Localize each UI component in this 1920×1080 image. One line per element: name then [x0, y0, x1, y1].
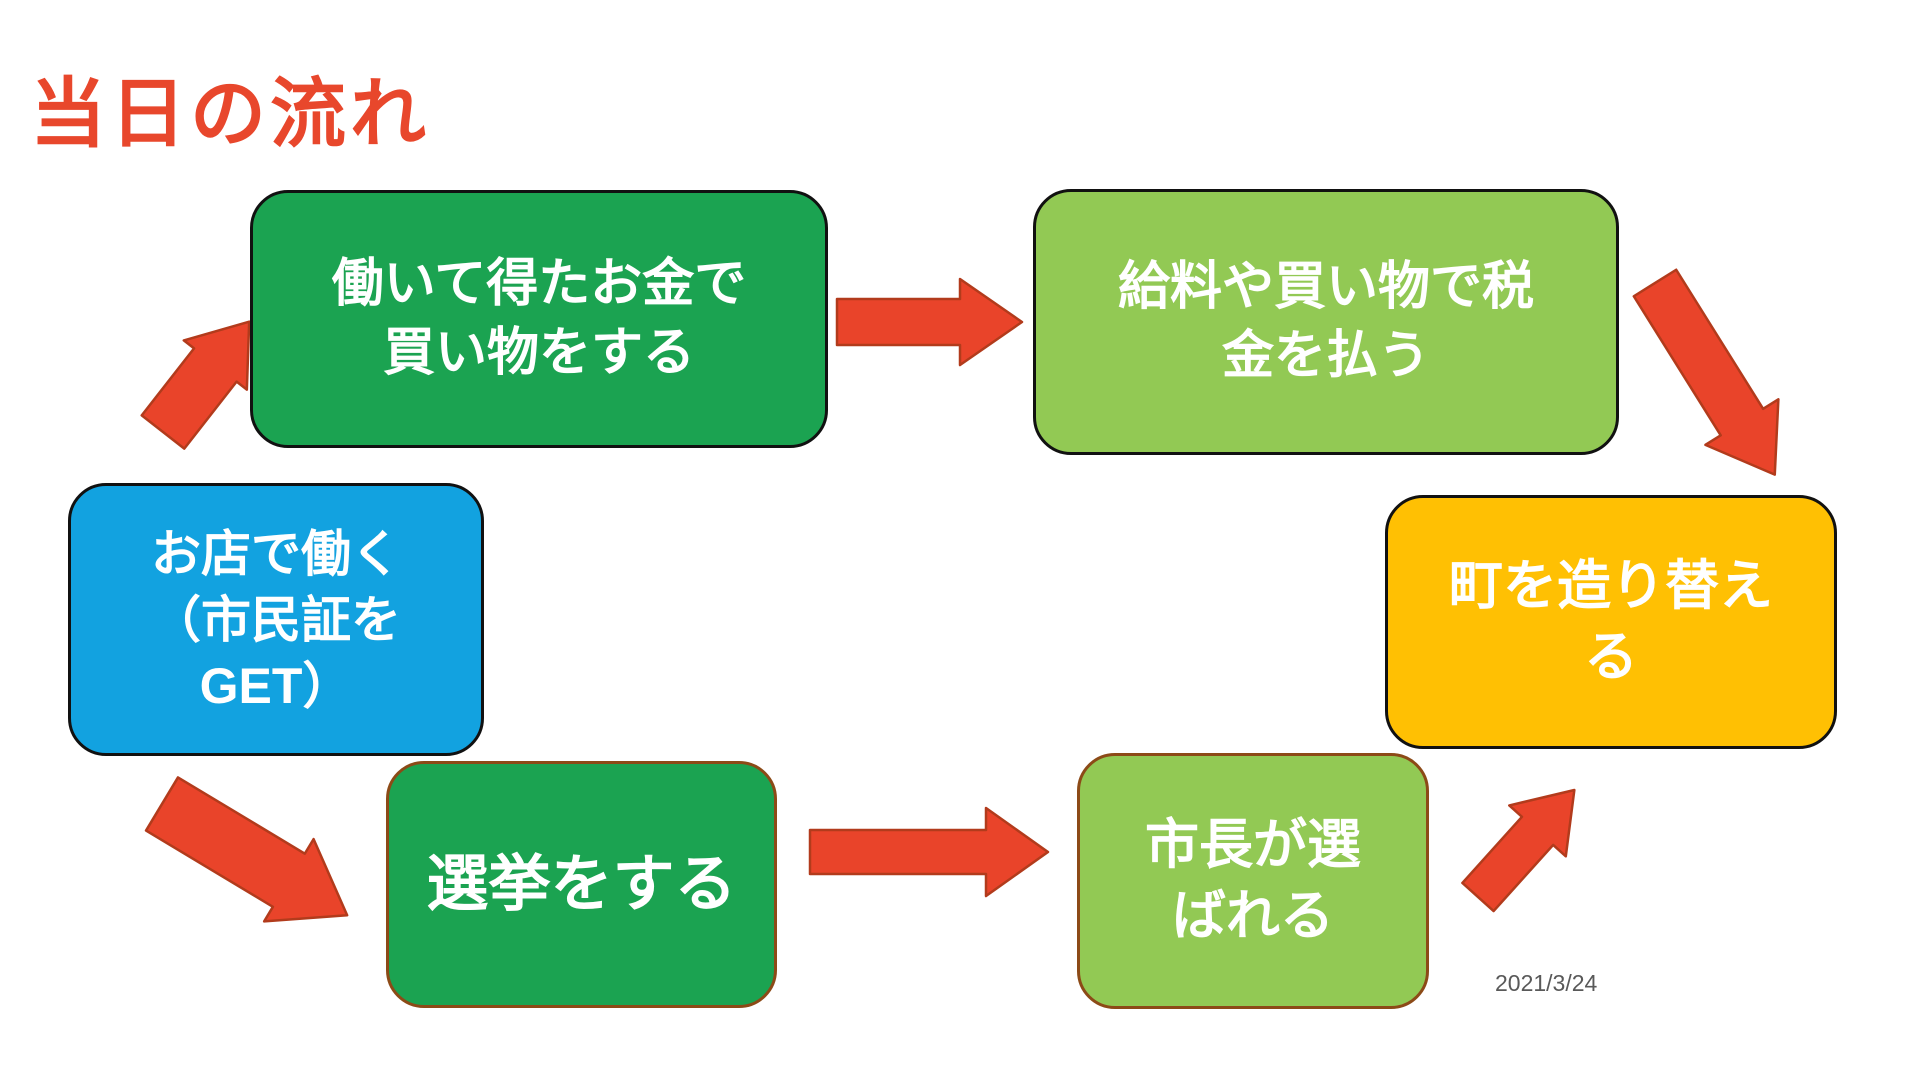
flow-box-rebuild-town-label: 町を造り替え る	[1449, 555, 1773, 687]
arrow-pay-tax-to-rebuild	[1632, 268, 1780, 476]
flow-box-pay-tax: 給料や買い物で税 金を払う	[1033, 189, 1619, 455]
flow-box-mayor-elected-label: 市長が選 ばれる	[1145, 814, 1361, 946]
flow-box-work-at-shop-label: お店で働く （市民証を GET）	[151, 525, 401, 714]
page-title: 当日の流れ	[30, 72, 430, 157]
flow-box-election: 選挙をする	[386, 761, 777, 1008]
arrow-work-spend-to-pay-tax	[835, 277, 1024, 367]
slide-date: 2021/3/24	[1495, 970, 1598, 996]
flow-box-work-spend: 働いて得たお金で 買い物をする	[250, 190, 828, 448]
arrow-election-to-mayor	[808, 806, 1050, 898]
arrow-shop-to-election	[144, 776, 349, 923]
flow-box-work-at-shop: お店で働く （市民証を GET）	[68, 483, 484, 756]
flow-box-mayor-elected: 市長が選 ばれる	[1077, 753, 1429, 1009]
arrow-mayor-to-rebuild	[1461, 788, 1576, 913]
flow-box-rebuild-town: 町を造り替え る	[1385, 495, 1837, 749]
flow-box-pay-tax-label: 給料や買い物で税 金を払う	[1117, 258, 1534, 385]
flow-box-work-spend-label: 働いて得たお金で 買い物をする	[331, 255, 747, 382]
flow-box-election-label: 選挙をする	[426, 849, 737, 919]
